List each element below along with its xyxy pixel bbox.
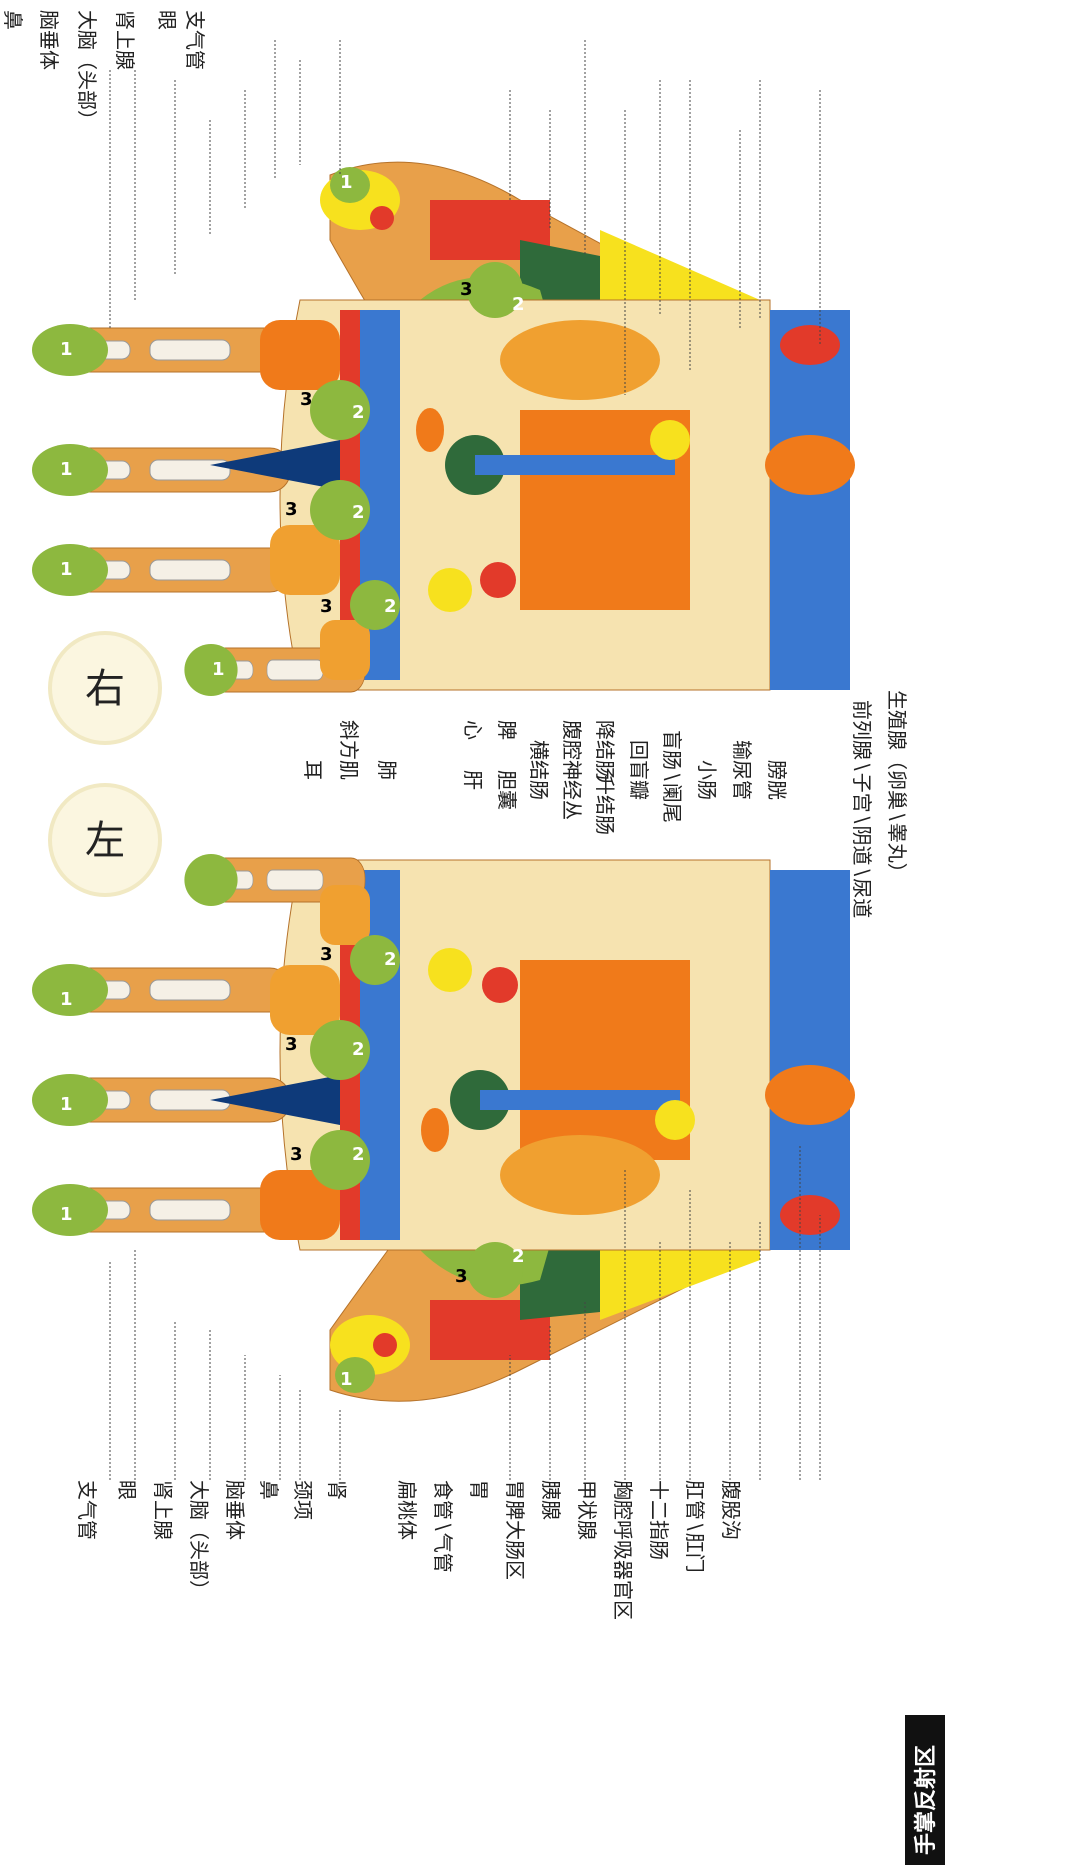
zone-number: 3 — [320, 944, 333, 965]
side-left-label: 左 — [85, 818, 125, 864]
zone-number: 3 — [300, 389, 313, 410]
zone-label: 支气管 — [75, 1480, 99, 1540]
zone-label: 耳 — [301, 760, 325, 780]
zone-label: 腹股沟 — [719, 1480, 743, 1540]
zone-label: 生殖腺（卵巢∖睾丸） — [885, 690, 909, 883]
zone-label: 鼻 — [1, 10, 25, 30]
zone-number: 1 — [60, 559, 73, 580]
zone-number: 3 — [285, 499, 298, 520]
zone-label: 肺 — [375, 760, 399, 780]
zone-label: 心 — [461, 720, 485, 740]
zone-label: 回盲瓣 — [627, 740, 651, 800]
zone-number: 3 — [320, 596, 333, 617]
zone-number: 2 — [512, 294, 525, 315]
zone-label: 食管∖气管 — [431, 1480, 455, 1573]
zone-label: 盲肠∖阑尾 — [660, 730, 684, 823]
zone-label: 肾 — [325, 1480, 349, 1500]
zone-number: 3 — [460, 279, 473, 300]
zone-label: 脑垂体 — [37, 10, 61, 70]
zone-label: 十二指肠 — [647, 1480, 671, 1560]
zone-label: 眼 — [155, 10, 179, 30]
title-badge: 手掌反射区 — [905, 1715, 945, 1865]
zone-label: 鼻 — [257, 1480, 281, 1500]
zone-label: 胃脾大肠区 — [503, 1480, 527, 1580]
zone-label: 肾上腺 — [113, 10, 137, 70]
zone-number: 2 — [352, 402, 365, 423]
right-hand — [32, 162, 855, 696]
side-right-label: 右 — [85, 666, 125, 712]
zone-number: 3 — [290, 1144, 303, 1165]
zone-label: 脾 — [495, 720, 519, 740]
zone-label: 膀胱 — [765, 760, 789, 800]
zone-label: 胸腔呼吸器官区 — [611, 1480, 635, 1620]
zone-label: 眼 — [115, 1480, 139, 1500]
zone-label: 斜方肌 — [337, 720, 361, 780]
zone-number: 2 — [512, 1246, 525, 1267]
zone-number: 1 — [212, 659, 225, 680]
zone-label: 大脑（头部） — [75, 10, 99, 130]
zone-number: 1 — [60, 1204, 73, 1225]
zone-label: 升结肠 — [593, 775, 617, 835]
zone-number: 1 — [60, 989, 73, 1010]
zone-number: 1 — [60, 1094, 73, 1115]
zone-number: 2 — [352, 1144, 365, 1165]
zone-number: 1 — [340, 1369, 353, 1390]
zone-label: 横结肠 — [527, 740, 551, 800]
zone-label: 甲状腺 — [575, 1480, 599, 1540]
zone-label: 肛管∖肛门 — [683, 1480, 707, 1573]
zone-label: 扁桃体 — [395, 1480, 419, 1540]
zone-label: 支气管 — [183, 10, 207, 70]
zone-label: 颈项 — [291, 1480, 315, 1520]
zone-label: 输尿管 — [730, 740, 754, 800]
zone-number: 2 — [352, 1039, 365, 1060]
zone-number: 1 — [340, 172, 353, 193]
zone-number: 2 — [384, 596, 397, 617]
zone-label: 降结肠 — [593, 720, 617, 780]
left-hand — [32, 854, 855, 1401]
page-title: 手掌反射区 — [913, 1745, 939, 1855]
zone-number: 3 — [455, 1266, 468, 1287]
zone-label: 胰腺 — [539, 1480, 563, 1520]
zone-label: 腹腔神经丛 — [560, 720, 584, 820]
zone-label: 小肠 — [695, 760, 719, 800]
zone-number: 2 — [384, 949, 397, 970]
zone-number: 3 — [285, 1034, 298, 1055]
zone-number: 1 — [60, 339, 73, 360]
zone-label: 前列腺∖子宫∖阴道∖尿道 — [850, 700, 874, 918]
zone-number: 1 — [60, 459, 73, 480]
zone-label: 脑垂体 — [223, 1480, 247, 1540]
zone-label: 大脑（头部） — [187, 1480, 211, 1600]
zone-label: 胃 — [467, 1480, 491, 1500]
zone-label: 肝 — [461, 770, 485, 790]
zone-label: 胆囊 — [495, 770, 519, 810]
zone-number: 2 — [352, 502, 365, 523]
zone-label: 肾上腺 — [151, 1480, 175, 1540]
